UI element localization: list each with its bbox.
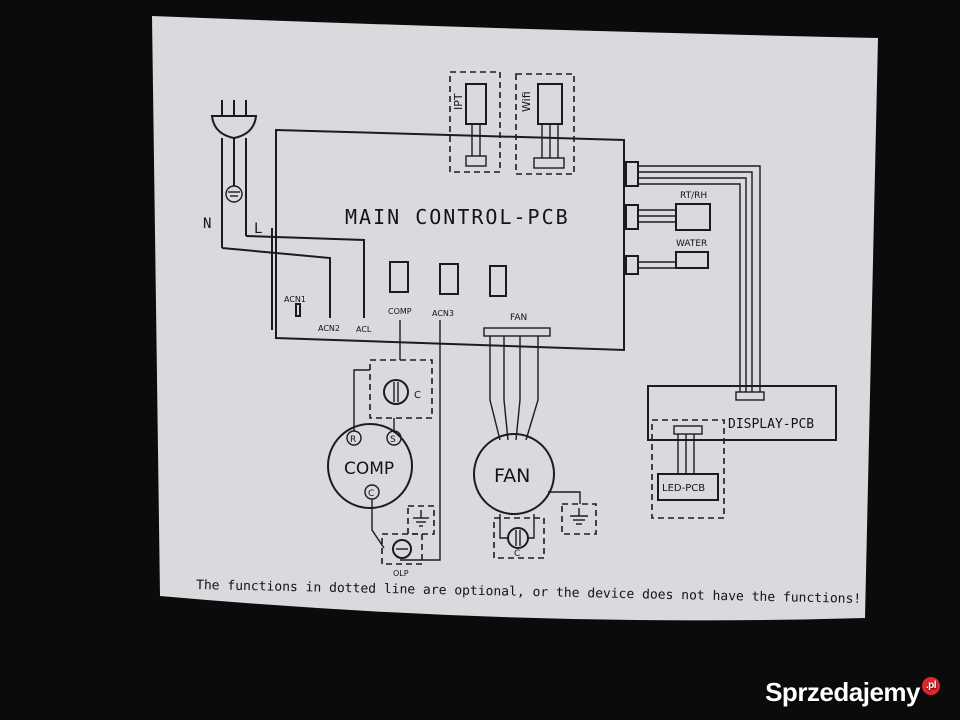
label-fan-connector: FAN xyxy=(510,313,527,323)
relay-3 xyxy=(489,265,507,297)
label-olp: OLP xyxy=(393,569,409,578)
compressor-motor xyxy=(327,423,413,509)
led-pcb-optional-box xyxy=(651,419,725,519)
wifi-optional-box xyxy=(515,73,575,175)
label-acn1: ACN1 xyxy=(284,295,306,304)
relay-1 xyxy=(389,261,409,293)
label-water: WATER xyxy=(676,239,707,249)
olp-protector xyxy=(392,539,412,559)
rt-rh-sensor xyxy=(675,203,711,231)
fan-capacitor-optional-box xyxy=(493,517,545,559)
ground-icon xyxy=(407,505,435,535)
label-s: S xyxy=(390,435,396,445)
label-cap-c1: C xyxy=(414,390,421,401)
label-comp-connector: COMP xyxy=(388,307,412,316)
plug-icon xyxy=(210,100,258,248)
watermark-badge: .pl xyxy=(922,677,940,695)
label-acn2: ACN2 xyxy=(318,324,340,333)
label-acl: ACL xyxy=(356,325,372,334)
water-sensor xyxy=(675,251,709,269)
olp-optional-box xyxy=(381,533,423,565)
sprzedajemy-watermark: Sprzedajemy.pl xyxy=(765,677,940,708)
comp-capacitor xyxy=(383,379,409,405)
led-pcb-box xyxy=(657,473,719,501)
label-acn3: ACN3 xyxy=(432,309,454,318)
label-wifi: Wifi xyxy=(520,91,533,112)
label-rt-rh: RT/RH xyxy=(680,191,707,201)
label-r: R xyxy=(350,435,356,445)
fan-motor xyxy=(473,433,555,515)
label-fan-motor: FAN xyxy=(494,465,530,487)
relay-2 xyxy=(439,263,459,295)
watermark-brand: Sprzedajemy xyxy=(765,677,920,707)
display-pcb-box xyxy=(647,385,837,441)
label-ipt: IPT xyxy=(452,93,465,110)
label-l: L xyxy=(254,221,262,237)
label-display-pcb: DISPLAY-PCB xyxy=(728,417,814,432)
label-c: C xyxy=(368,489,374,499)
label-n: N xyxy=(203,216,211,232)
main-control-pcb-box xyxy=(275,128,625,352)
label-led-pcb: LED-PCB xyxy=(662,483,705,494)
label-comp-motor: COMP xyxy=(344,459,394,479)
main-control-pcb-title: MAIN CONTROL-PCB xyxy=(345,205,570,229)
ipt-optional-box xyxy=(449,71,501,173)
label-sticker xyxy=(152,16,878,621)
fan-ground-icon xyxy=(561,503,597,535)
comp-capacitor-optional-box xyxy=(369,359,433,419)
label-cap-c2: C xyxy=(514,549,520,559)
